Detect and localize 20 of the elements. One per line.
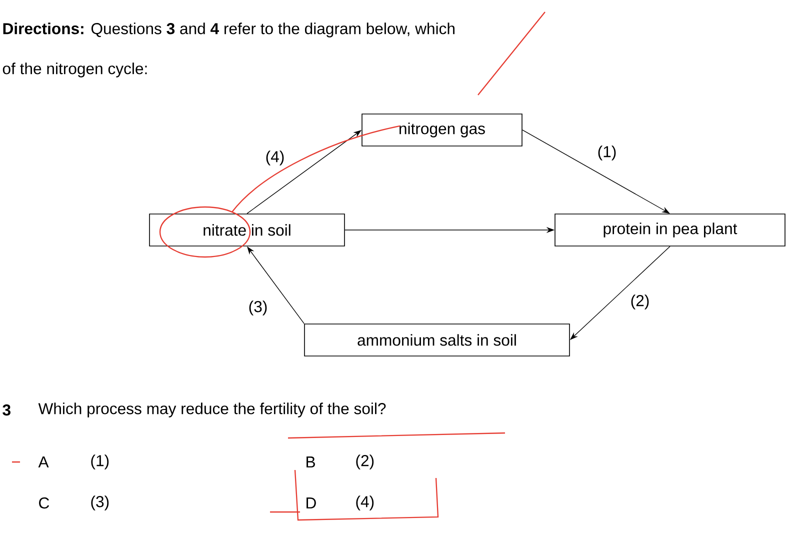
direction-text: of the nitrogen cycle: bbox=[2, 62, 147, 78]
option-letter: B bbox=[306, 456, 315, 468]
option-letter: D bbox=[306, 498, 316, 508]
question-number: 3 bbox=[2, 404, 10, 416]
option-text: (4) bbox=[356, 496, 374, 510]
edge-label: (4) bbox=[264, 149, 286, 167]
process-box: protein in pea plant bbox=[554, 214, 786, 246]
option-text: (1) bbox=[91, 454, 109, 470]
edge-label: (1) bbox=[596, 144, 618, 162]
process-box: nitrogen gas bbox=[362, 114, 522, 146]
edge-label: (3) bbox=[247, 299, 269, 317]
process-box: ammonium salts in soil bbox=[304, 324, 570, 356]
option-letter: A bbox=[38, 456, 49, 468]
option-text: (2) bbox=[356, 454, 374, 470]
question-text: Which process may reduce the fertility of the soil? bbox=[38, 402, 386, 418]
option-text: (3) bbox=[91, 496, 109, 510]
option-letter: C bbox=[39, 497, 50, 509]
edge-label: (2) bbox=[629, 293, 651, 311]
process-box: nitrate in soil bbox=[149, 214, 345, 246]
direction-text: Directions: Questions 3 and 4 refer to the diagram below, which bbox=[3, 22, 454, 38]
